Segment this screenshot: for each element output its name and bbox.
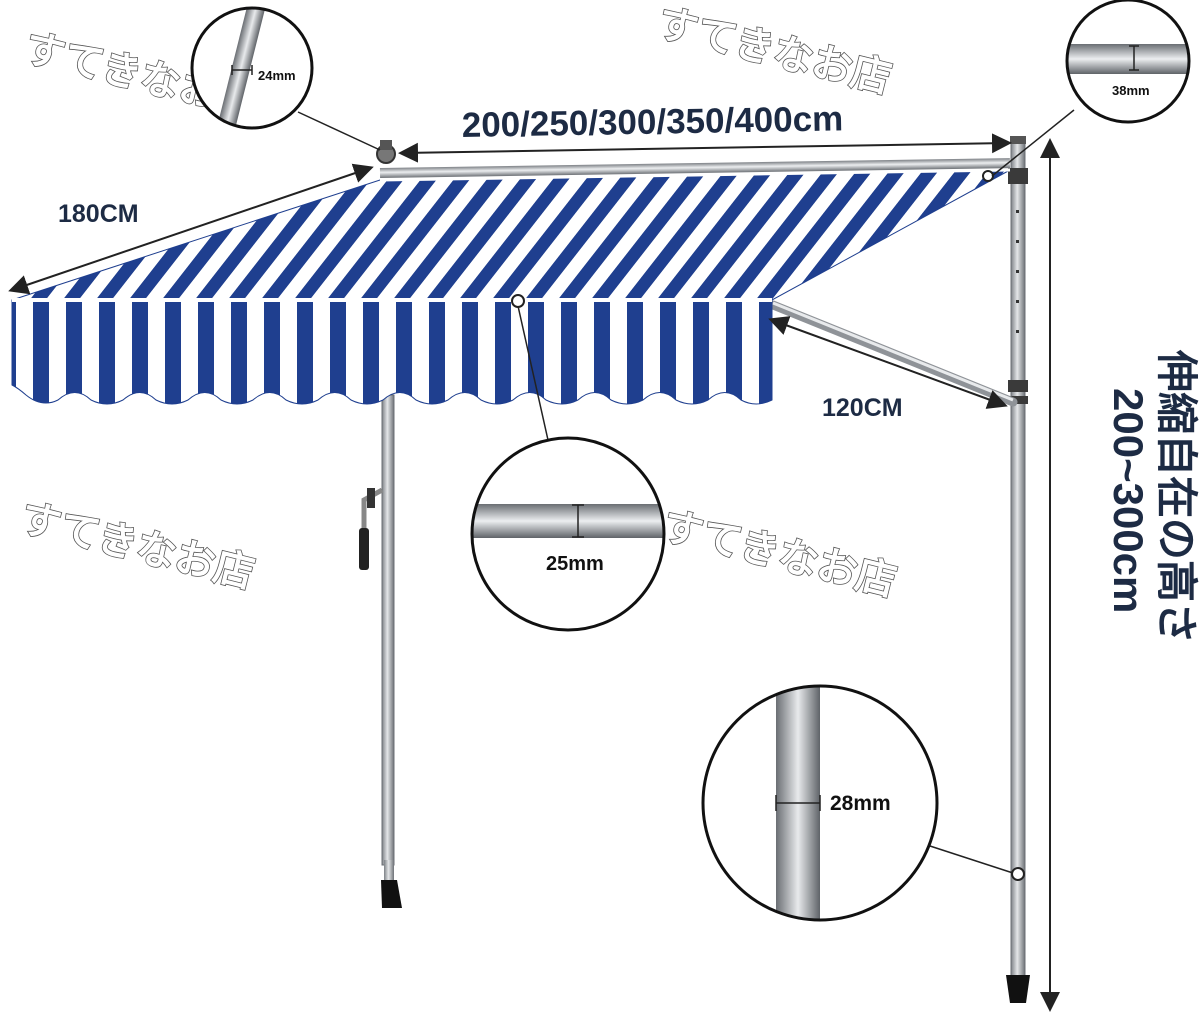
right-main-pole bbox=[1006, 136, 1030, 1003]
dimension-lines bbox=[8, 133, 1060, 1012]
watermark-mid-center: すてきなお店 bbox=[658, 503, 901, 606]
left-pole-foot bbox=[381, 880, 402, 908]
callout-top-bar: 38mm bbox=[1065, 0, 1191, 124]
right-pole-foot bbox=[1006, 975, 1030, 1003]
left-front-pole bbox=[359, 394, 402, 908]
callout-roller-pole: 24mm bbox=[190, 6, 314, 130]
crank-handle bbox=[359, 487, 384, 570]
roller-bar bbox=[379, 158, 1011, 178]
callout-side-pole: 28mm bbox=[701, 684, 939, 922]
height-label-line2: 200~300cm bbox=[1105, 388, 1152, 613]
support-arm bbox=[768, 300, 1018, 407]
canopy-front-valance bbox=[11, 299, 773, 405]
height-label-line1: 伸縮自在の高さ bbox=[1153, 349, 1200, 644]
callout-side-pole-label: 28mm bbox=[830, 792, 891, 815]
width-dimension-line bbox=[398, 133, 1012, 163]
front-bar-marker bbox=[511, 294, 525, 308]
leader-lines bbox=[297, 109, 1075, 875]
callout-front-bar: 25mm bbox=[470, 436, 666, 632]
awning-canopy bbox=[11, 140, 1011, 405]
callout-roller-pole-label: 24mm bbox=[258, 68, 296, 83]
watermark-mid-left: すてきなお店 bbox=[16, 495, 259, 598]
callout-top-bar-label: 38mm bbox=[1112, 83, 1150, 98]
arm-dimension-line bbox=[768, 316, 1008, 409]
arm-length-label: 120CM bbox=[822, 394, 903, 422]
canopy-top-surface bbox=[11, 169, 1011, 301]
depth-dimension-line bbox=[8, 163, 374, 295]
height-label: 伸縮自在の高さ 200~300cm bbox=[1105, 349, 1200, 644]
depth-label: 180CM bbox=[58, 200, 139, 228]
callout-front-bar-label: 25mm bbox=[546, 553, 604, 575]
width-label: 200/250/300/350/400cm bbox=[461, 99, 843, 145]
watermark-top-center: すてきなお店 bbox=[653, 0, 896, 103]
